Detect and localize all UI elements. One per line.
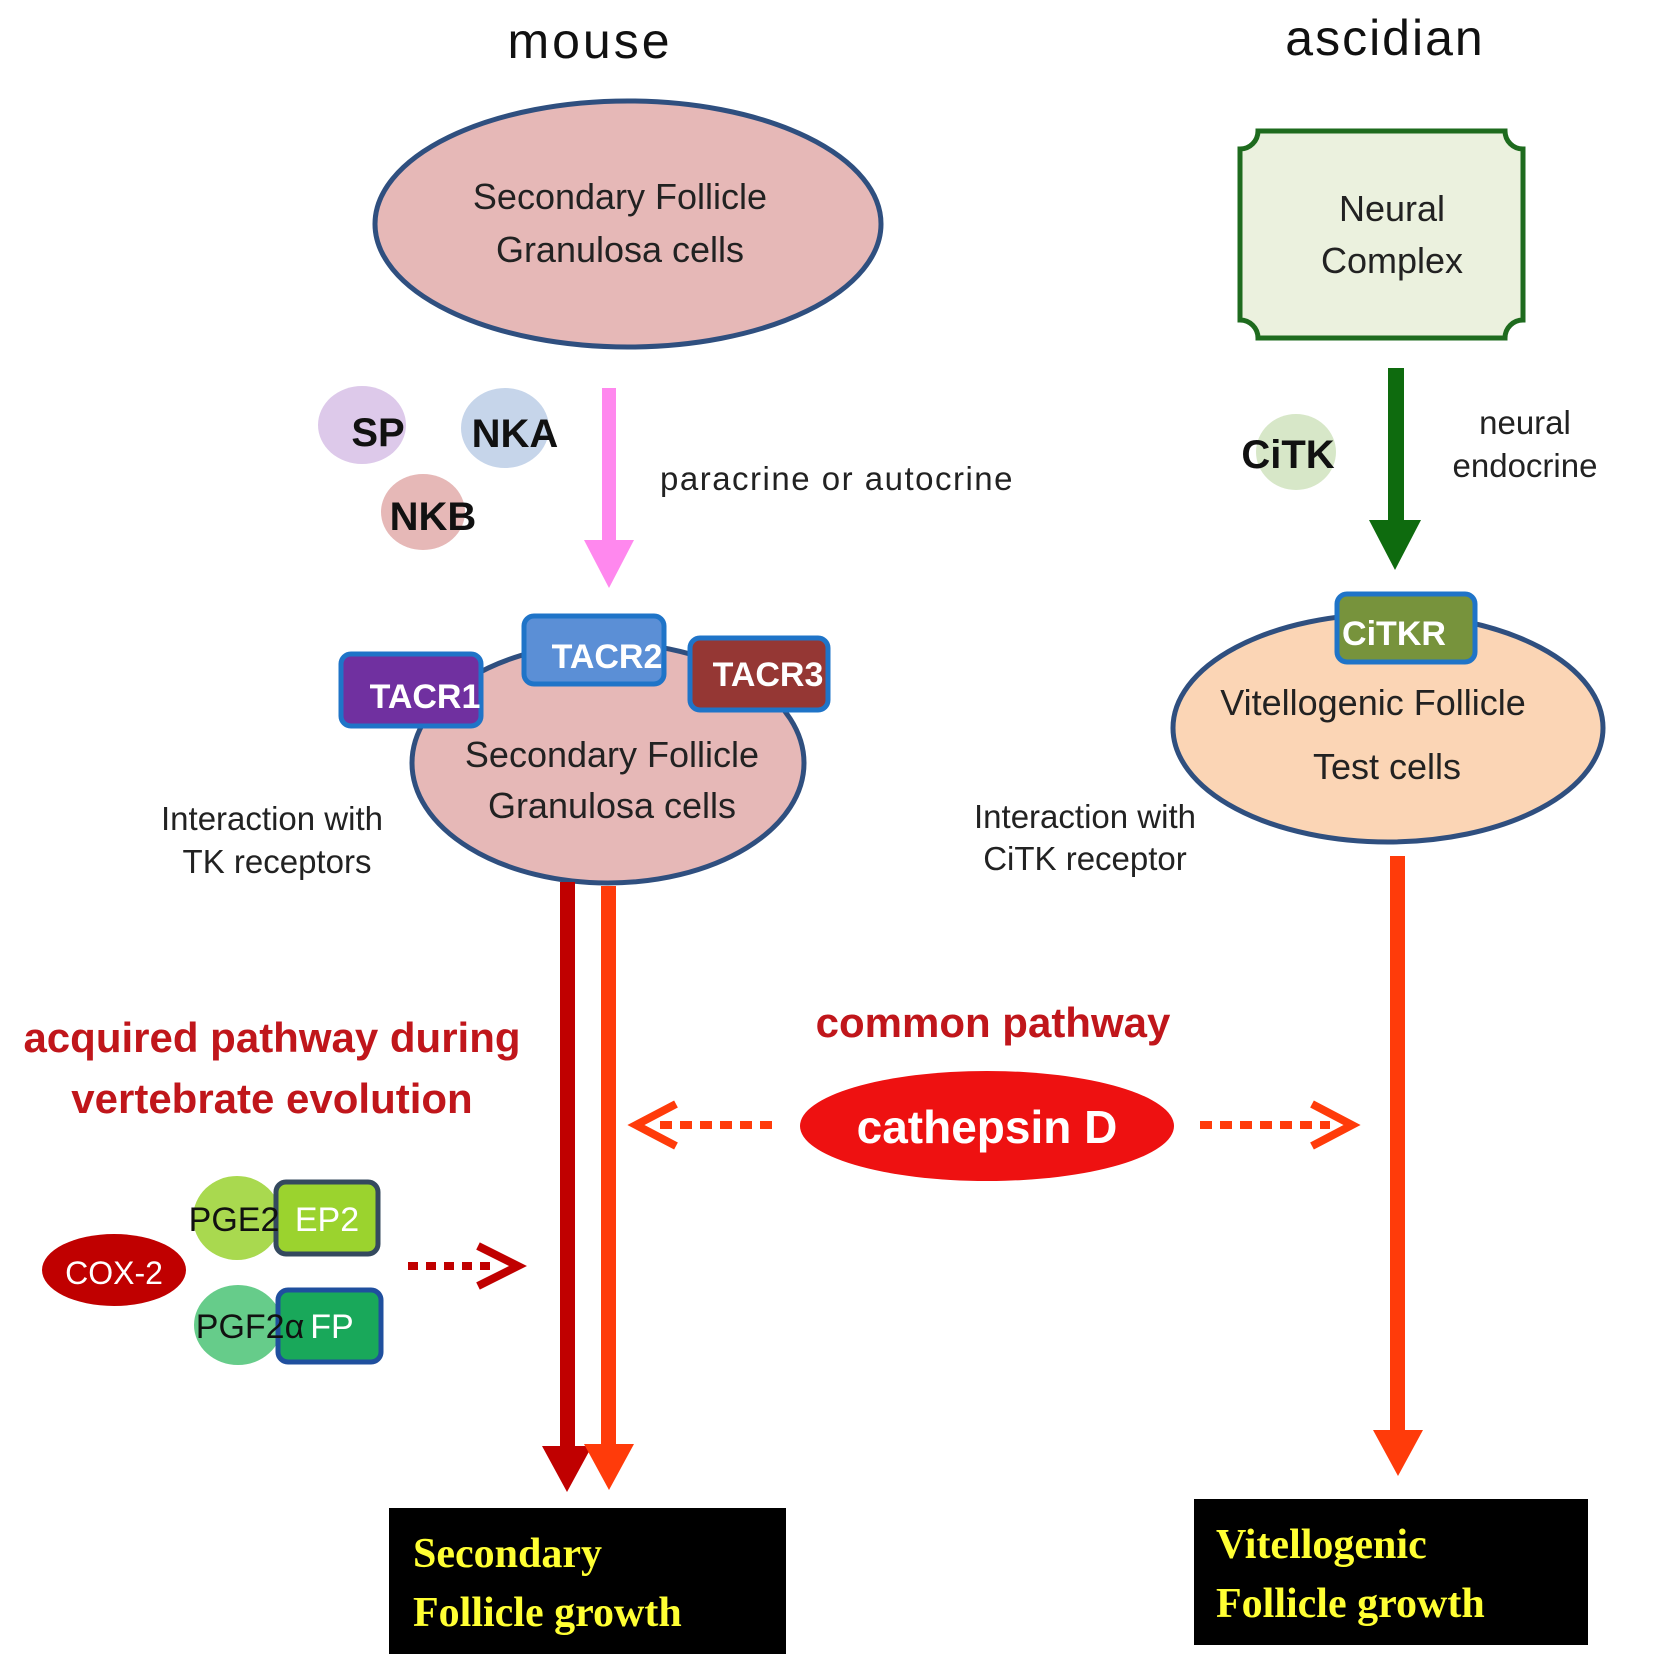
- neural-complex-line2: Complex: [1321, 240, 1463, 281]
- acquired-label-line2: vertebrate evolution: [71, 1075, 472, 1122]
- cox2-label: COX-2: [65, 1255, 163, 1291]
- cathepsin-left-arrow: [627, 1100, 775, 1150]
- cathepsin-right-arrow: [1200, 1100, 1361, 1150]
- neural-complex-box: Neural Complex: [1237, 128, 1526, 341]
- cox2-enzyme: COX-2: [42, 1234, 186, 1306]
- mouse-target-cell-line1: Secondary Follicle: [465, 734, 759, 775]
- ascidian-target-cell-line1: Vitellogenic Follicle: [1220, 682, 1526, 723]
- receptor-citkr-label: CiTKR: [1342, 615, 1446, 653]
- mouse-outcome-box: Secondary Follicle growth: [389, 1508, 786, 1654]
- ascidian-outcome-box: Vitellogenic Follicle growth: [1194, 1499, 1588, 1645]
- mouse-top-cell-line2: Granulosa cells: [496, 229, 744, 270]
- mouse-target-cell-line2: Granulosa cells: [488, 785, 736, 826]
- mouse-target-cell: Secondary Follicle Granulosa cells: [409, 640, 807, 886]
- mouse-top-cell: Secondary Follicle Granulosa cells: [372, 98, 884, 350]
- acquired-pathway-arrow: [542, 882, 592, 1492]
- pge2-label: PGE2: [189, 1201, 280, 1239]
- header-mouse: mouse: [507, 13, 672, 69]
- ep2-label: EP2: [295, 1201, 359, 1239]
- receptor-tacr3: TACR3: [687, 635, 831, 713]
- acquired-label-line1: acquired pathway during: [23, 1014, 520, 1061]
- receptor-tacr2-label: TACR2: [552, 638, 663, 676]
- endocrine-arrow: [1369, 368, 1421, 570]
- ligand-sp: SP: [318, 386, 406, 464]
- mouse-outcome-line2: Follicle growth: [413, 1590, 682, 1636]
- ligand-nka-label: NKA: [472, 412, 559, 456]
- pgf2a-label: PGF2α: [196, 1308, 304, 1346]
- neural-complex-line1: Neural: [1339, 188, 1445, 229]
- receptor-tacr1: TACR1: [338, 651, 484, 729]
- prostaglandin-dotted-arrow: [408, 1242, 527, 1290]
- header-ascidian: ascidian: [1285, 10, 1484, 66]
- ligand-sp-label: SP: [351, 411, 404, 455]
- receptor-citkr: CiTKR: [1334, 591, 1478, 665]
- ascidian-interaction-line2: CiTK receptor: [983, 840, 1187, 877]
- paracrine-arrow: [584, 388, 634, 588]
- ligand-citk-label: CiTK: [1241, 433, 1334, 477]
- mouse-interaction-line2: TK receptors: [183, 843, 372, 880]
- ascidian-outcome-line1: Vitellogenic: [1216, 1522, 1427, 1568]
- pgf2a-fp-complex: PGF2α FP: [194, 1285, 384, 1365]
- ligand-citk: CiTK: [1241, 414, 1336, 490]
- mouse-outcome-line1: Secondary: [413, 1531, 602, 1577]
- ascidian-target-cell-line2: Test cells: [1313, 746, 1461, 787]
- mouse-top-cell-line1: Secondary Follicle: [473, 176, 767, 217]
- cathepsin-d-label: cathepsin D: [857, 1101, 1118, 1153]
- endocrine-label-line2: endocrine: [1453, 447, 1598, 484]
- paracrine-label: paracrine or autocrine: [660, 460, 1014, 497]
- fp-label: FP: [310, 1308, 353, 1346]
- mouse-common-pathway-arrow: [584, 886, 634, 1490]
- ligand-nkb: NKB: [381, 474, 476, 550]
- common-pathway-label: common pathway: [816, 999, 1171, 1046]
- ligand-nkb-label: NKB: [390, 495, 477, 539]
- ascidian-interaction-line1: Interaction with: [974, 798, 1196, 835]
- receptor-tacr1-label: TACR1: [370, 678, 481, 716]
- ligand-nka: NKA: [461, 388, 558, 468]
- ascidian-common-pathway-arrow: [1373, 856, 1423, 1476]
- pge2-ep2-complex: PGE2 EP2: [189, 1176, 381, 1260]
- ascidian-outcome-line2: Follicle growth: [1216, 1581, 1485, 1627]
- mouse-interaction-line1: Interaction with: [161, 800, 383, 837]
- endocrine-label-line1: neural: [1479, 404, 1571, 441]
- receptor-tacr3-label: TACR3: [713, 656, 824, 694]
- receptor-tacr2: TACR2: [521, 613, 667, 687]
- cathepsin-d: cathepsin D: [800, 1071, 1174, 1181]
- ascidian-target-cell: Vitellogenic Follicle Test cells: [1170, 611, 1606, 845]
